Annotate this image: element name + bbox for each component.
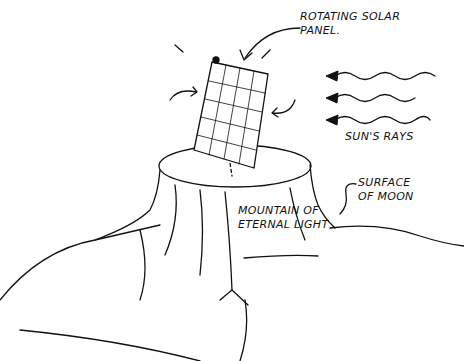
leader-arrow <box>240 50 252 60</box>
leader-arrow <box>245 28 300 58</box>
moon-surface <box>330 226 464 246</box>
panel-pivot <box>213 57 219 63</box>
mountain-ridge <box>240 300 247 361</box>
mountain-ridge <box>140 230 145 300</box>
hill-base <box>20 330 200 361</box>
panel-grid <box>197 65 265 164</box>
leader-hook <box>340 184 356 214</box>
ray-heads <box>326 71 338 125</box>
rotation-arrow <box>272 108 278 117</box>
hill-outline <box>0 225 160 300</box>
callout-label: ROTATING SOLAR PANEL. <box>300 10 418 38</box>
callout-label: SUN'S RAYS <box>345 130 445 144</box>
mountain-ridge <box>220 192 232 300</box>
strike-line <box>244 255 318 258</box>
callout-label: SURFACE OF MOON <box>358 176 428 204</box>
callout-label: MOUNTAIN OF ETERNAL LIGHT <box>238 204 336 232</box>
solar-panel <box>194 62 268 168</box>
sun-ray <box>335 117 430 124</box>
rotation-arrow <box>191 87 197 96</box>
sun-ray <box>335 73 435 80</box>
mountain-ridge <box>200 190 203 275</box>
mountain-left-side <box>95 170 160 240</box>
mountain-ridge <box>165 185 176 255</box>
rotation-arrow <box>273 100 295 113</box>
rotation-tick <box>175 45 270 58</box>
sun-ray <box>335 95 415 102</box>
